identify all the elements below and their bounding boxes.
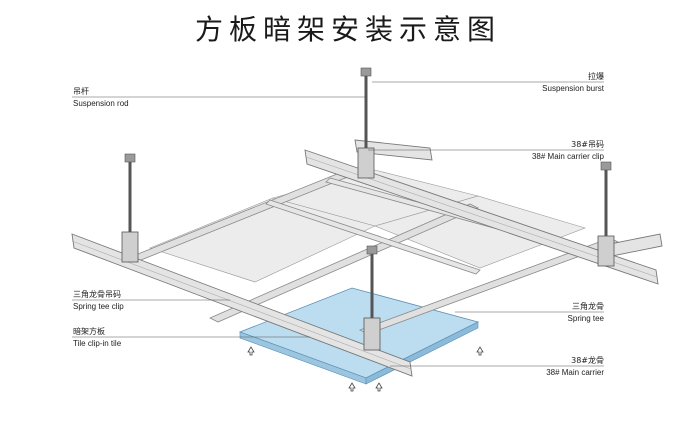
label-main-carrier-en: 38# Main carrier bbox=[546, 368, 604, 377]
carrier-clip bbox=[357, 147, 375, 179]
label-spring-tee-clip-en: Spring tee clip bbox=[73, 302, 124, 311]
arrow-indicators bbox=[247, 346, 484, 392]
label-suspension-rod-en: Suspension rod bbox=[73, 99, 129, 108]
label-carrier-clip-zh: 38#吊码 bbox=[571, 140, 604, 149]
labels: 吊杆 Suspension rod 拉爆 Suspension burst 38… bbox=[73, 71, 605, 377]
diagram-title: 方板暗架安装示意图 bbox=[194, 13, 501, 46]
label-tile-zh: 暗架方板 bbox=[73, 326, 105, 336]
spring-tee bbox=[265, 199, 481, 275]
label-tile-en: Tile clip-in tile bbox=[73, 339, 122, 348]
carrier-clip bbox=[363, 317, 381, 351]
leader-lines bbox=[72, 81, 604, 367]
label-suspension-rod-zh: 吊杆 bbox=[73, 86, 89, 96]
label-suspension-burst-en: Suspension burst bbox=[542, 84, 605, 93]
label-spring-tee-en: Spring tee bbox=[568, 314, 605, 323]
label-spring-tee-zh: 三角龙骨 bbox=[572, 301, 604, 311]
up-arrow-icon bbox=[348, 382, 356, 392]
up-arrow-icon bbox=[247, 346, 255, 356]
label-main-carrier-zh: 38#龙骨 bbox=[571, 355, 604, 365]
label-carrier-clip-en: 38# Main carrier clip bbox=[532, 152, 605, 161]
carrier-clips bbox=[121, 147, 615, 351]
carrier-clip bbox=[597, 235, 615, 267]
up-arrow-icon bbox=[375, 382, 383, 392]
label-spring-tee-clip-zh: 三角龙骨吊码 bbox=[73, 289, 121, 299]
label-suspension-burst-zh: 拉爆 bbox=[588, 71, 604, 81]
carrier-clip bbox=[121, 231, 139, 263]
up-arrow-icon bbox=[476, 346, 484, 356]
